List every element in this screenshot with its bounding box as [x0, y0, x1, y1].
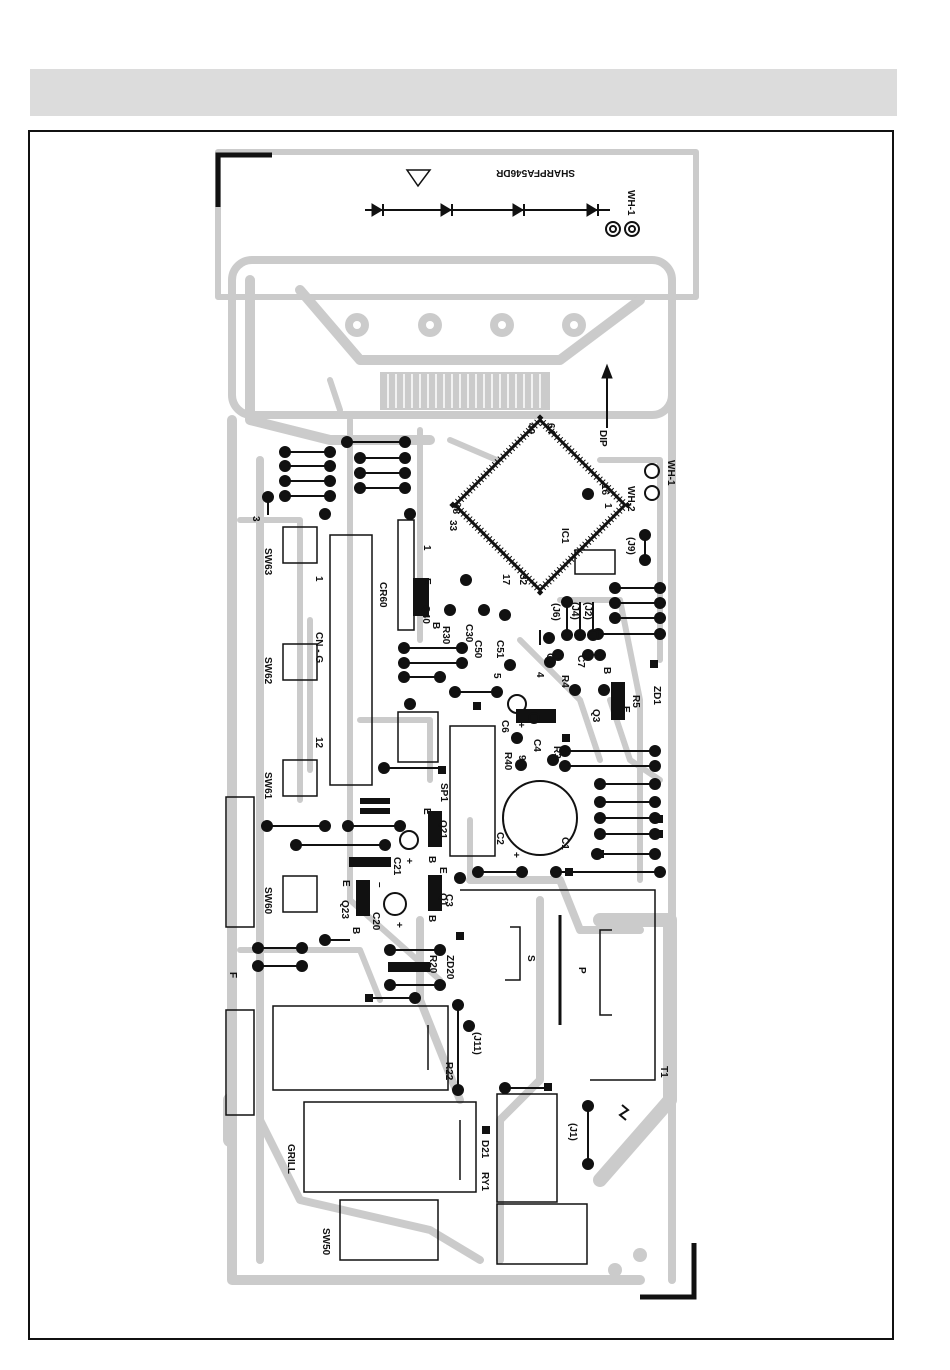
label-j6: (J6): [550, 603, 561, 621]
dip-label: DIP: [597, 430, 608, 447]
label-c20-minus: –: [374, 882, 385, 888]
label-c21: C21: [391, 857, 402, 876]
label-cr60: CR60: [377, 582, 388, 608]
wh1-top-terminals: [606, 222, 639, 236]
label-sw63: SW63: [262, 548, 273, 576]
label-pin1: 1: [602, 503, 613, 509]
label-c20: C20: [370, 912, 381, 931]
label-c4: C4: [531, 739, 542, 752]
label-pin16: 16: [599, 484, 610, 496]
label-j2: (J2): [582, 602, 593, 620]
label-grill: GRILL: [285, 1144, 296, 1174]
label-c7: C7: [575, 655, 586, 668]
label-j4: (J4): [569, 602, 580, 620]
label-pin49: 49: [525, 423, 536, 435]
label-q40: Q40: [420, 605, 431, 624]
label-c1: C1: [559, 837, 570, 850]
label-q21-b: B: [426, 856, 437, 863]
label-pin33: 33: [447, 520, 458, 532]
label-zd20: ZD20: [444, 955, 455, 980]
label-c2: C2: [494, 832, 505, 845]
label-sw61: SW61: [262, 772, 273, 800]
label-cn-pin1: 1: [313, 576, 324, 582]
label-q23: Q23: [339, 900, 350, 919]
label-pin-1-cr60: 1: [421, 545, 432, 551]
resistor-ladder: [253, 437, 665, 1169]
label-c6-plus: +: [515, 722, 526, 728]
brand-label: SHARP: [540, 167, 575, 178]
label-pin64: 64: [545, 423, 556, 435]
label-c51: C51: [494, 640, 505, 659]
label-nine: 9: [516, 755, 527, 761]
label-c5: C5: [544, 653, 555, 666]
label-r4: R4: [559, 675, 570, 688]
label-sp1: SP1: [438, 783, 449, 802]
model-label: FA546DR: [495, 167, 540, 178]
label-q40-b: B: [430, 622, 441, 629]
label-q23-b: B: [350, 927, 361, 934]
label-zd1: ZD1: [651, 686, 662, 705]
label-t1: T1: [658, 1066, 669, 1078]
side-mark-f: F: [227, 972, 238, 978]
label-sw50: SW50: [320, 1228, 331, 1256]
diode-row: [365, 204, 610, 216]
label-s: S: [525, 955, 536, 962]
label-q1-e: E: [437, 867, 448, 874]
warning-triangle-icon: [407, 170, 430, 186]
label-cn-g: CN - G: [313, 632, 324, 663]
label-j9: (J9): [625, 537, 636, 555]
wh-terminals: [645, 464, 659, 500]
label-five: 5: [491, 673, 502, 679]
label-ic1: IC1: [559, 528, 570, 544]
label-q3-e: E: [620, 706, 631, 713]
label-q3: Q3: [590, 709, 601, 723]
label-cn-pin12: 12: [313, 737, 324, 749]
label-q40-e: E: [421, 578, 432, 585]
label-q23-e: E: [340, 880, 351, 887]
label-q21-e: E: [421, 808, 432, 815]
label-pin32: 32: [517, 574, 528, 586]
label-c6: C6: [499, 720, 510, 733]
label-c3: C3: [443, 894, 454, 907]
label-c2-plus: +: [510, 852, 521, 858]
label-r40: R40: [502, 752, 513, 771]
label-j1: (J1): [567, 1123, 578, 1141]
label-q3-b: B: [601, 667, 612, 674]
label-c21-plus: +: [403, 858, 414, 864]
labels: SHARP FA546DR DIP F WH-1 WH-1 WH-2 IC1 1…: [227, 167, 676, 1256]
label-three: 3: [250, 516, 261, 522]
label-wh1-top: WH-1: [625, 190, 636, 216]
label-pin17: 17: [500, 574, 511, 586]
label-wh2: WH-2: [625, 486, 636, 512]
label-r20: R20: [427, 955, 438, 974]
label-j11: (J11): [471, 1032, 482, 1055]
label-q21: Q21: [437, 820, 448, 839]
label-c20-plus: +: [393, 922, 404, 928]
label-wh1-mid: WH-1: [665, 460, 676, 486]
label-q1-b: B: [426, 915, 437, 922]
label-r3: R3: [551, 746, 562, 759]
label-sw62: SW62: [262, 657, 273, 685]
label-p: P: [576, 967, 587, 974]
label-r22: R22: [443, 1062, 454, 1081]
label-d21: D21: [479, 1140, 490, 1159]
label-r30: R30: [440, 626, 451, 645]
label-sw60: SW60: [262, 887, 273, 915]
label-four: 4: [534, 672, 545, 678]
label-c50: C50: [472, 640, 483, 659]
label-pin48: 48: [450, 503, 461, 515]
label-ry1: RY1: [479, 1172, 490, 1192]
